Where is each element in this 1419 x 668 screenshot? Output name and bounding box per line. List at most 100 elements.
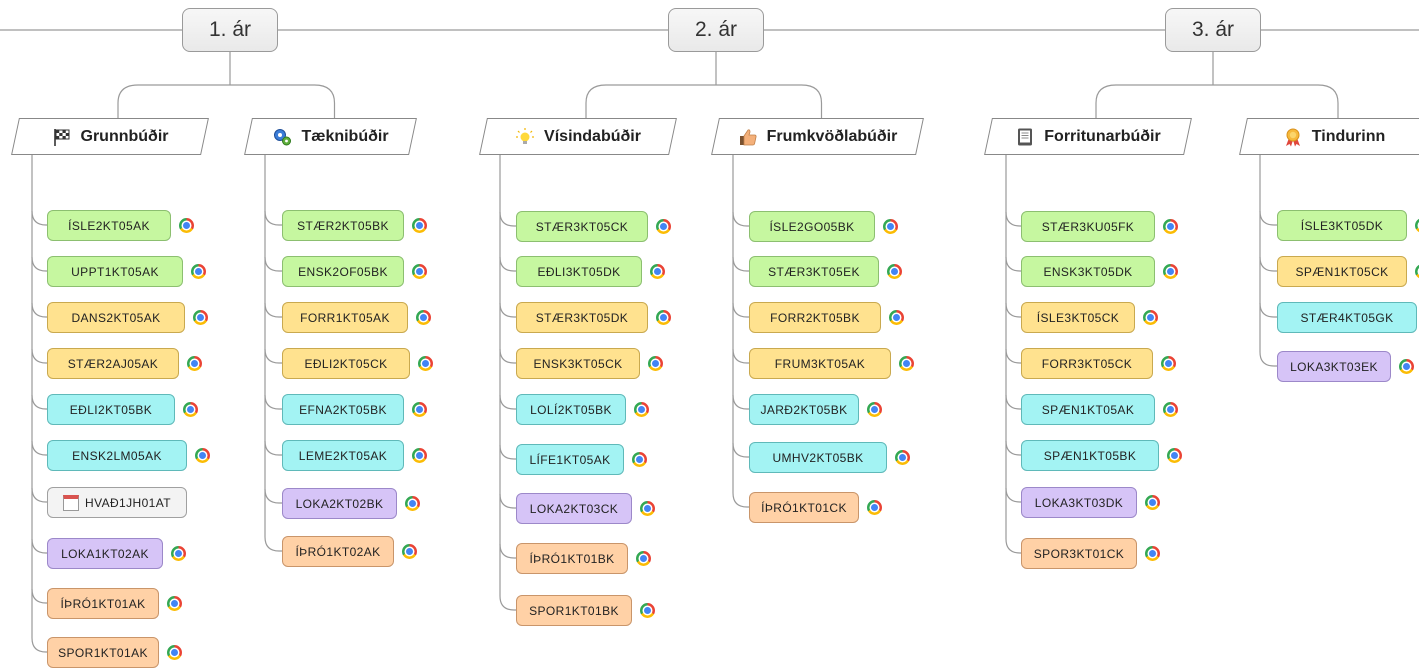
course-node[interactable]: ÍÞRÓ1KT02AK bbox=[282, 536, 394, 567]
chrome-link-icon[interactable] bbox=[899, 356, 914, 371]
course-node[interactable]: STÆR2AJ05AK bbox=[47, 348, 179, 379]
course-node[interactable]: SPOR1KT01AK bbox=[47, 637, 159, 668]
chrome-link-icon[interactable] bbox=[883, 219, 898, 234]
chrome-link-icon[interactable] bbox=[405, 496, 420, 511]
course-node[interactable]: ÍÞRÓ1KT01BK bbox=[516, 543, 628, 574]
chrome-link-icon[interactable] bbox=[1163, 219, 1178, 234]
course-node[interactable]: ENSK2OF05BK bbox=[282, 256, 404, 287]
chrome-link-icon[interactable] bbox=[634, 402, 649, 417]
course-node[interactable]: ENSK3KT05CK bbox=[516, 348, 640, 379]
chrome-link-icon[interactable] bbox=[183, 402, 198, 417]
chrome-link-icon[interactable] bbox=[1161, 356, 1176, 371]
course-node[interactable]: LOKA3KT03DK bbox=[1021, 487, 1137, 518]
course-node[interactable]: STÆR3KT05CK bbox=[516, 211, 648, 242]
course-node[interactable]: DANS2KT05AK bbox=[47, 302, 185, 333]
chrome-link-icon[interactable] bbox=[171, 546, 186, 561]
chrome-link-icon[interactable] bbox=[1143, 310, 1158, 325]
chrome-link-icon[interactable] bbox=[650, 264, 665, 279]
course-node[interactable]: ÍSLE3KT05CK bbox=[1021, 302, 1135, 333]
course-node[interactable]: ENSK3KT05DK bbox=[1021, 256, 1155, 287]
chrome-link-icon[interactable] bbox=[632, 452, 647, 467]
chrome-link-icon[interactable] bbox=[867, 402, 882, 417]
camp-node[interactable]: Grunnbúðir bbox=[11, 118, 209, 155]
chrome-link-icon[interactable] bbox=[412, 402, 427, 417]
year-node[interactable]: 2. ár bbox=[668, 8, 764, 52]
course-code: ENSK2LM05AK bbox=[72, 448, 162, 463]
course-node[interactable]: FORR3KT05CK bbox=[1021, 348, 1153, 379]
course-node[interactable]: EÐLI2KT05BK bbox=[47, 394, 175, 425]
chrome-link-icon[interactable] bbox=[1399, 359, 1414, 374]
course-node[interactable]: STÆR3KT05DK bbox=[516, 302, 648, 333]
course-node[interactable]: LOLÍ2KT05BK bbox=[516, 394, 626, 425]
chrome-link-icon[interactable] bbox=[1145, 546, 1160, 561]
course-node[interactable]: UPPT1KT05AK bbox=[47, 256, 183, 287]
course-node[interactable]: FORR1KT05AK bbox=[282, 302, 408, 333]
chrome-link-icon[interactable] bbox=[895, 450, 910, 465]
course-node[interactable]: LOKA1KT02AK bbox=[47, 538, 163, 569]
course-node[interactable]: STÆR3KT05EK bbox=[749, 256, 879, 287]
course-node[interactable]: ÍÞRÓ1KT01AK bbox=[47, 588, 159, 619]
chrome-link-icon[interactable] bbox=[167, 645, 182, 660]
chrome-link-icon[interactable] bbox=[889, 310, 904, 325]
course-node[interactable]: LÍFE1KT05AK bbox=[516, 444, 624, 475]
year-node[interactable]: 1. ár bbox=[182, 8, 278, 52]
course-node[interactable]: STÆR4KT05GK bbox=[1277, 302, 1417, 333]
chrome-link-icon[interactable] bbox=[179, 218, 194, 233]
course-node[interactable]: EFNA2KT05BK bbox=[282, 394, 404, 425]
course-node[interactable]: ÍÞRÓ1KT01CK bbox=[749, 492, 859, 523]
course-node[interactable]: LOKA3KT03EK bbox=[1277, 351, 1391, 382]
course-node[interactable]: ÍSLE2KT05AK bbox=[47, 210, 171, 241]
chrome-link-icon[interactable] bbox=[193, 310, 208, 325]
course-node[interactable]: FORR2KT05BK bbox=[749, 302, 881, 333]
course-node[interactable]: FRUM3KT05AK bbox=[749, 348, 891, 379]
chrome-link-icon[interactable] bbox=[867, 500, 882, 515]
chrome-link-icon[interactable] bbox=[1415, 264, 1419, 279]
course-node[interactable]: STÆR3KU05FK bbox=[1021, 211, 1155, 242]
course-node[interactable]: HVAÐ1JH01AT bbox=[47, 487, 187, 518]
chrome-link-icon[interactable] bbox=[167, 596, 182, 611]
course-node[interactable]: SPOR3KT01CK bbox=[1021, 538, 1137, 569]
course-node[interactable]: UMHV2KT05BK bbox=[749, 442, 887, 473]
course-node[interactable]: STÆR2KT05BK bbox=[282, 210, 404, 241]
course-node[interactable]: ÍSLE3KT05DK bbox=[1277, 210, 1407, 241]
course-node[interactable]: LOKA2KT03CK bbox=[516, 493, 632, 524]
chrome-link-icon[interactable] bbox=[636, 551, 651, 566]
chrome-link-icon[interactable] bbox=[656, 219, 671, 234]
course-node[interactable]: SPÆN1KT05CK bbox=[1277, 256, 1407, 287]
course-node[interactable]: LOKA2KT02BK bbox=[282, 488, 397, 519]
course-node[interactable]: SPÆN1KT05AK bbox=[1021, 394, 1155, 425]
camp-node[interactable]: Frumkvöðlabúðir bbox=[711, 118, 924, 155]
chrome-link-icon[interactable] bbox=[191, 264, 206, 279]
chrome-link-icon[interactable] bbox=[1167, 448, 1182, 463]
camp-node[interactable]: Vísindabúðir bbox=[479, 118, 677, 155]
chrome-link-icon[interactable] bbox=[640, 603, 655, 618]
chrome-link-icon[interactable] bbox=[656, 310, 671, 325]
course-node[interactable]: EÐLI2KT05CK bbox=[282, 348, 410, 379]
camp-node[interactable]: Tæknibúðir bbox=[244, 118, 417, 155]
course-node[interactable]: EÐLI3KT05DK bbox=[516, 256, 642, 287]
chrome-link-icon[interactable] bbox=[1163, 402, 1178, 417]
chrome-link-icon[interactable] bbox=[187, 356, 202, 371]
chrome-link-icon[interactable] bbox=[402, 544, 417, 559]
course-node[interactable]: SPÆN1KT05BK bbox=[1021, 440, 1159, 471]
course-node[interactable]: ENSK2LM05AK bbox=[47, 440, 187, 471]
chrome-link-icon[interactable] bbox=[412, 218, 427, 233]
course-node[interactable]: LEME2KT05AK bbox=[282, 440, 404, 471]
chrome-link-icon[interactable] bbox=[648, 356, 663, 371]
chrome-link-icon[interactable] bbox=[412, 264, 427, 279]
year-node[interactable]: 3. ár bbox=[1165, 8, 1261, 52]
chrome-link-icon[interactable] bbox=[1163, 264, 1178, 279]
chrome-link-icon[interactable] bbox=[418, 356, 433, 371]
chrome-link-icon[interactable] bbox=[887, 264, 902, 279]
course-node[interactable]: SPOR1KT01BK bbox=[516, 595, 632, 626]
chrome-link-icon[interactable] bbox=[1415, 218, 1419, 233]
chrome-link-icon[interactable] bbox=[640, 501, 655, 516]
camp-node[interactable]: Forritunarbúðir bbox=[984, 118, 1192, 155]
chrome-link-icon[interactable] bbox=[195, 448, 210, 463]
course-node[interactable]: JARÐ2KT05BK bbox=[749, 394, 859, 425]
chrome-link-icon[interactable] bbox=[416, 310, 431, 325]
chrome-link-icon[interactable] bbox=[1145, 495, 1160, 510]
camp-node[interactable]: Tindurinn bbox=[1239, 118, 1419, 155]
chrome-link-icon[interactable] bbox=[412, 448, 427, 463]
course-node[interactable]: ÍSLE2GO05BK bbox=[749, 211, 875, 242]
